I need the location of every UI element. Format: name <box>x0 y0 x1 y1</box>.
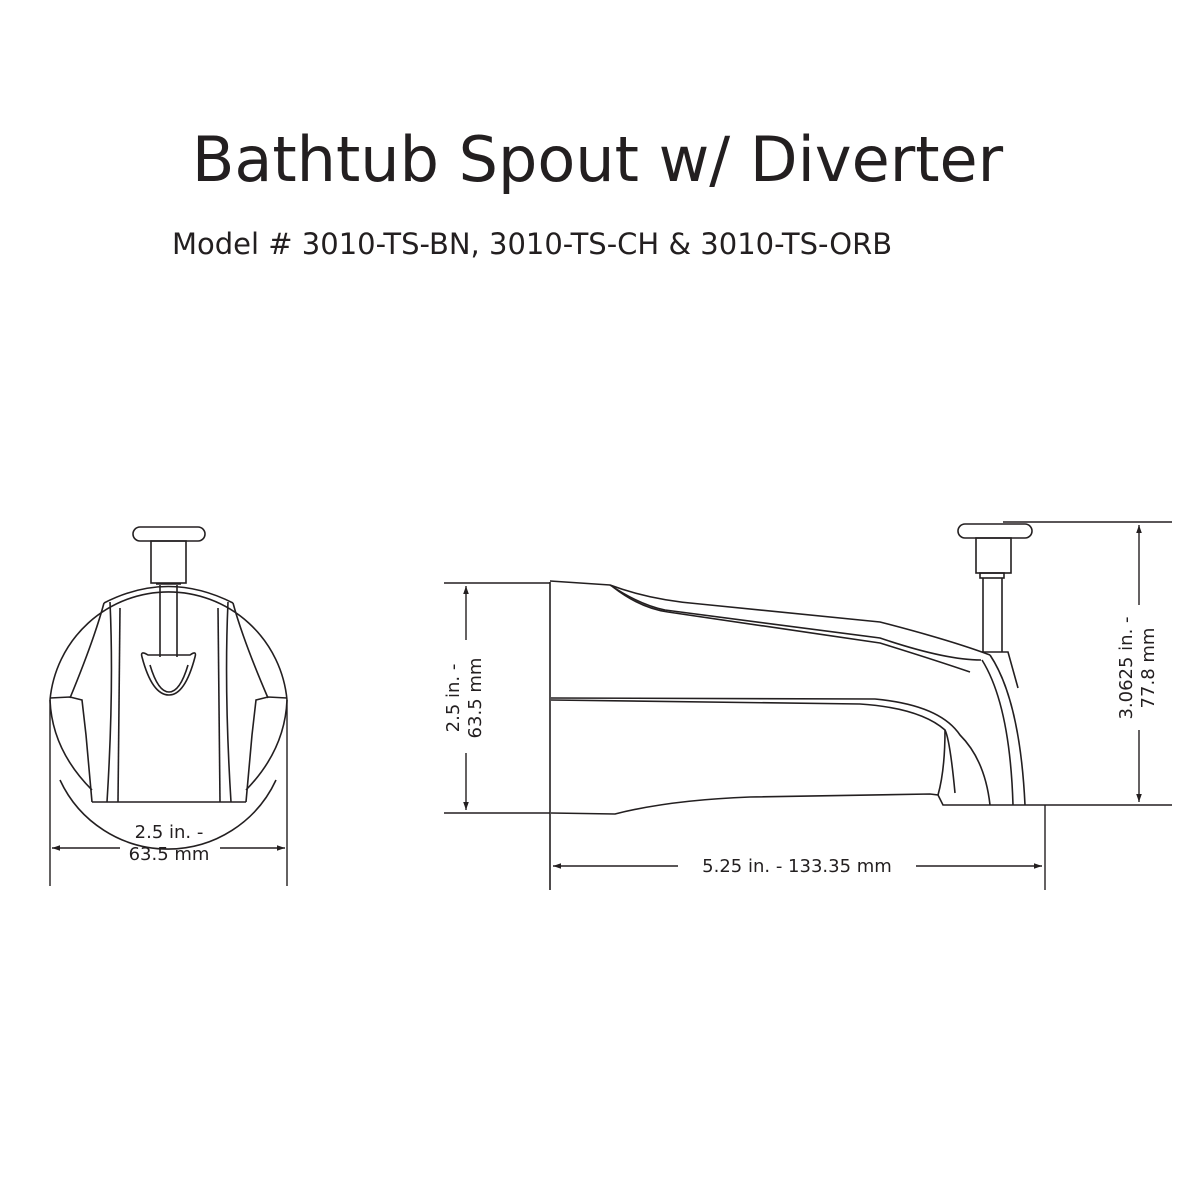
overall-height-dimension <box>1003 521 1172 806</box>
side-length-dimension <box>553 805 1046 890</box>
side-height-label-line2: 63.5 mm <box>465 658 486 739</box>
side-height-label-line1: 2.5 in. - <box>443 664 464 733</box>
diverter-knob-cap-side <box>957 523 1033 539</box>
diverter-pull <box>140 652 197 696</box>
escutcheon-arc-top <box>49 591 288 701</box>
model-numbers: Model # 3010-TS-BN, 3010-TS-CH & 3010-TS… <box>172 227 893 261</box>
side-height-dimension <box>444 582 550 814</box>
side-view <box>549 523 1045 890</box>
front-width-dimension <box>49 700 288 886</box>
diverter-knob-stem <box>150 540 187 584</box>
front-width-label-line1: 2.5 in. - <box>135 822 204 843</box>
page-title: Bathtub Spout w/ Diverter <box>191 123 1004 196</box>
side-length-label: 5.25 in. - 133.35 mm <box>702 856 892 877</box>
front-width-label-line2: 63.5 mm <box>129 844 210 865</box>
overall-height-label-line1: 3.0625 in. - <box>1116 616 1137 719</box>
diverter-knob-cap <box>132 526 206 542</box>
overall-height-label-line2: 77.8 mm <box>1138 628 1159 709</box>
front-view <box>49 526 288 850</box>
